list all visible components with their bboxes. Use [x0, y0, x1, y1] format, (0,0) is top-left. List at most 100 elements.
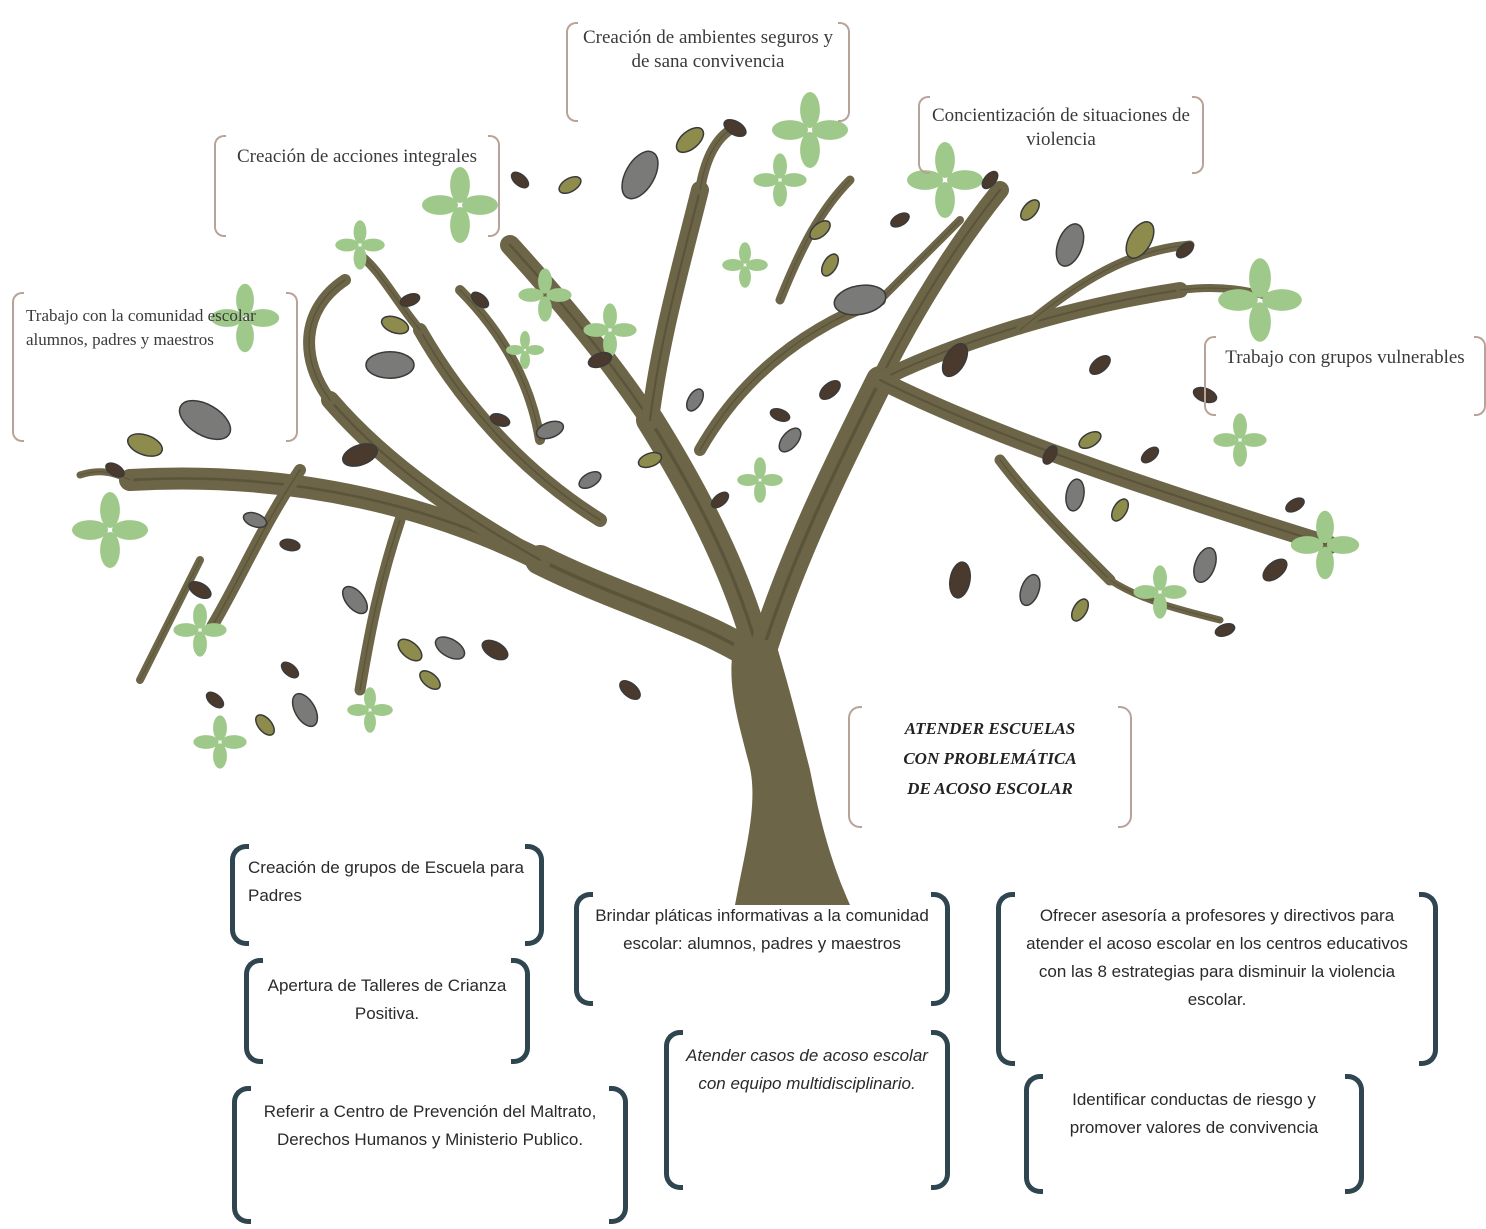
leaf	[1233, 413, 1247, 439]
tree-branch-shade	[878, 378, 1332, 547]
leaf	[611, 323, 637, 337]
tree-branch	[872, 282, 1188, 388]
leaf	[773, 153, 787, 179]
leaf	[1042, 445, 1058, 465]
leaf	[621, 150, 659, 200]
leaf	[213, 715, 227, 741]
leaf	[1133, 585, 1159, 599]
leaf	[365, 351, 415, 379]
tree-branch	[354, 514, 406, 696]
leaf	[1089, 355, 1111, 375]
leaf	[1019, 573, 1041, 607]
leaf	[1233, 441, 1247, 467]
leaf	[188, 580, 212, 600]
leaf	[753, 173, 779, 187]
tree-branch-shade	[419, 329, 601, 521]
leaf	[481, 639, 509, 661]
leaf	[819, 380, 841, 400]
action-platicas: Brindar pláticas informativas a la comun…	[574, 892, 950, 1006]
leaf	[279, 538, 301, 552]
leaf	[746, 259, 768, 271]
action-escuela-padres: Creación de grupos de Escuela para Padre…	[230, 844, 544, 946]
leaf	[126, 433, 164, 457]
leaf	[941, 342, 969, 378]
tree-branch-shade	[879, 289, 1181, 381]
tree-branch-shade	[758, 378, 882, 662]
leaf	[558, 175, 582, 195]
leaf	[450, 207, 470, 243]
leaf	[737, 474, 759, 486]
tree-branch	[303, 274, 351, 406]
leaf	[1055, 223, 1085, 267]
leaf	[685, 388, 705, 412]
tree-branch-shade	[878, 188, 1002, 382]
leaf	[773, 181, 787, 207]
leaf	[1218, 289, 1258, 311]
leaf	[1214, 623, 1236, 637]
goal-line-2: CON PROBLEMÁTICA	[903, 749, 1077, 768]
leaf	[422, 195, 458, 215]
tree-branch	[871, 181, 1009, 389]
tree-branch-shade	[459, 289, 541, 441]
leaf	[462, 195, 498, 215]
leaf	[205, 691, 225, 709]
label-comunidad: Trabajo con la comunidad escolar alumnos…	[12, 292, 298, 442]
leaf	[1175, 241, 1195, 259]
leaf	[723, 118, 747, 138]
leaf	[341, 585, 369, 615]
action-identificar: Identificar conductas de riesgo y promov…	[1024, 1074, 1364, 1194]
leaf	[246, 309, 280, 327]
tree-branch-shade	[648, 188, 702, 422]
leaf	[949, 561, 971, 599]
leaf	[105, 462, 125, 478]
tree-branch	[876, 216, 964, 304]
leaf	[434, 636, 466, 660]
tree-branch	[204, 464, 306, 636]
leaf	[907, 170, 943, 190]
tree-branch	[321, 391, 549, 569]
leaf	[772, 120, 808, 140]
tree-branch	[136, 556, 204, 684]
leaf	[538, 296, 552, 322]
goal-line-3: DE ACOSO ESCOLAR	[907, 779, 1073, 798]
leaf	[178, 399, 232, 441]
label-ambientes: Creación de ambientes seguros y de sana …	[566, 22, 850, 122]
leaf	[1249, 302, 1271, 342]
leaf	[221, 735, 247, 749]
tree-branch-shade	[699, 129, 731, 191]
tree-branch	[413, 323, 607, 527]
leaf	[739, 266, 751, 288]
leaf	[603, 303, 617, 329]
leaf	[489, 413, 511, 427]
leaf	[450, 167, 470, 203]
tree-branch	[746, 366, 894, 674]
leaf	[193, 735, 219, 749]
action-talleres: Apertura de Talleres de Crianza Positiva…	[244, 958, 530, 1064]
leaf	[890, 212, 910, 228]
leaf	[578, 470, 602, 490]
leaf	[769, 408, 791, 422]
leaf	[603, 331, 617, 357]
leaf	[1213, 433, 1239, 447]
leaf	[754, 457, 766, 479]
leaf	[1285, 497, 1305, 513]
leaf	[291, 692, 319, 728]
leaf	[364, 687, 376, 709]
leaf	[1153, 593, 1167, 619]
label-concientizacion: Concientización de situaciones de violen…	[918, 96, 1204, 174]
tree-branch-shade	[999, 459, 1111, 581]
leaf	[546, 288, 572, 302]
leaf	[193, 603, 207, 629]
leaf	[781, 173, 807, 187]
leaf	[1140, 446, 1160, 464]
leaf	[1193, 546, 1217, 584]
leaf	[1249, 258, 1271, 298]
tree-trunk	[731, 640, 850, 905]
leaf	[255, 714, 275, 736]
leaf	[833, 284, 887, 316]
leaf	[981, 170, 999, 190]
leaf	[1241, 433, 1267, 447]
leaf	[520, 351, 530, 369]
leaf	[419, 670, 441, 690]
